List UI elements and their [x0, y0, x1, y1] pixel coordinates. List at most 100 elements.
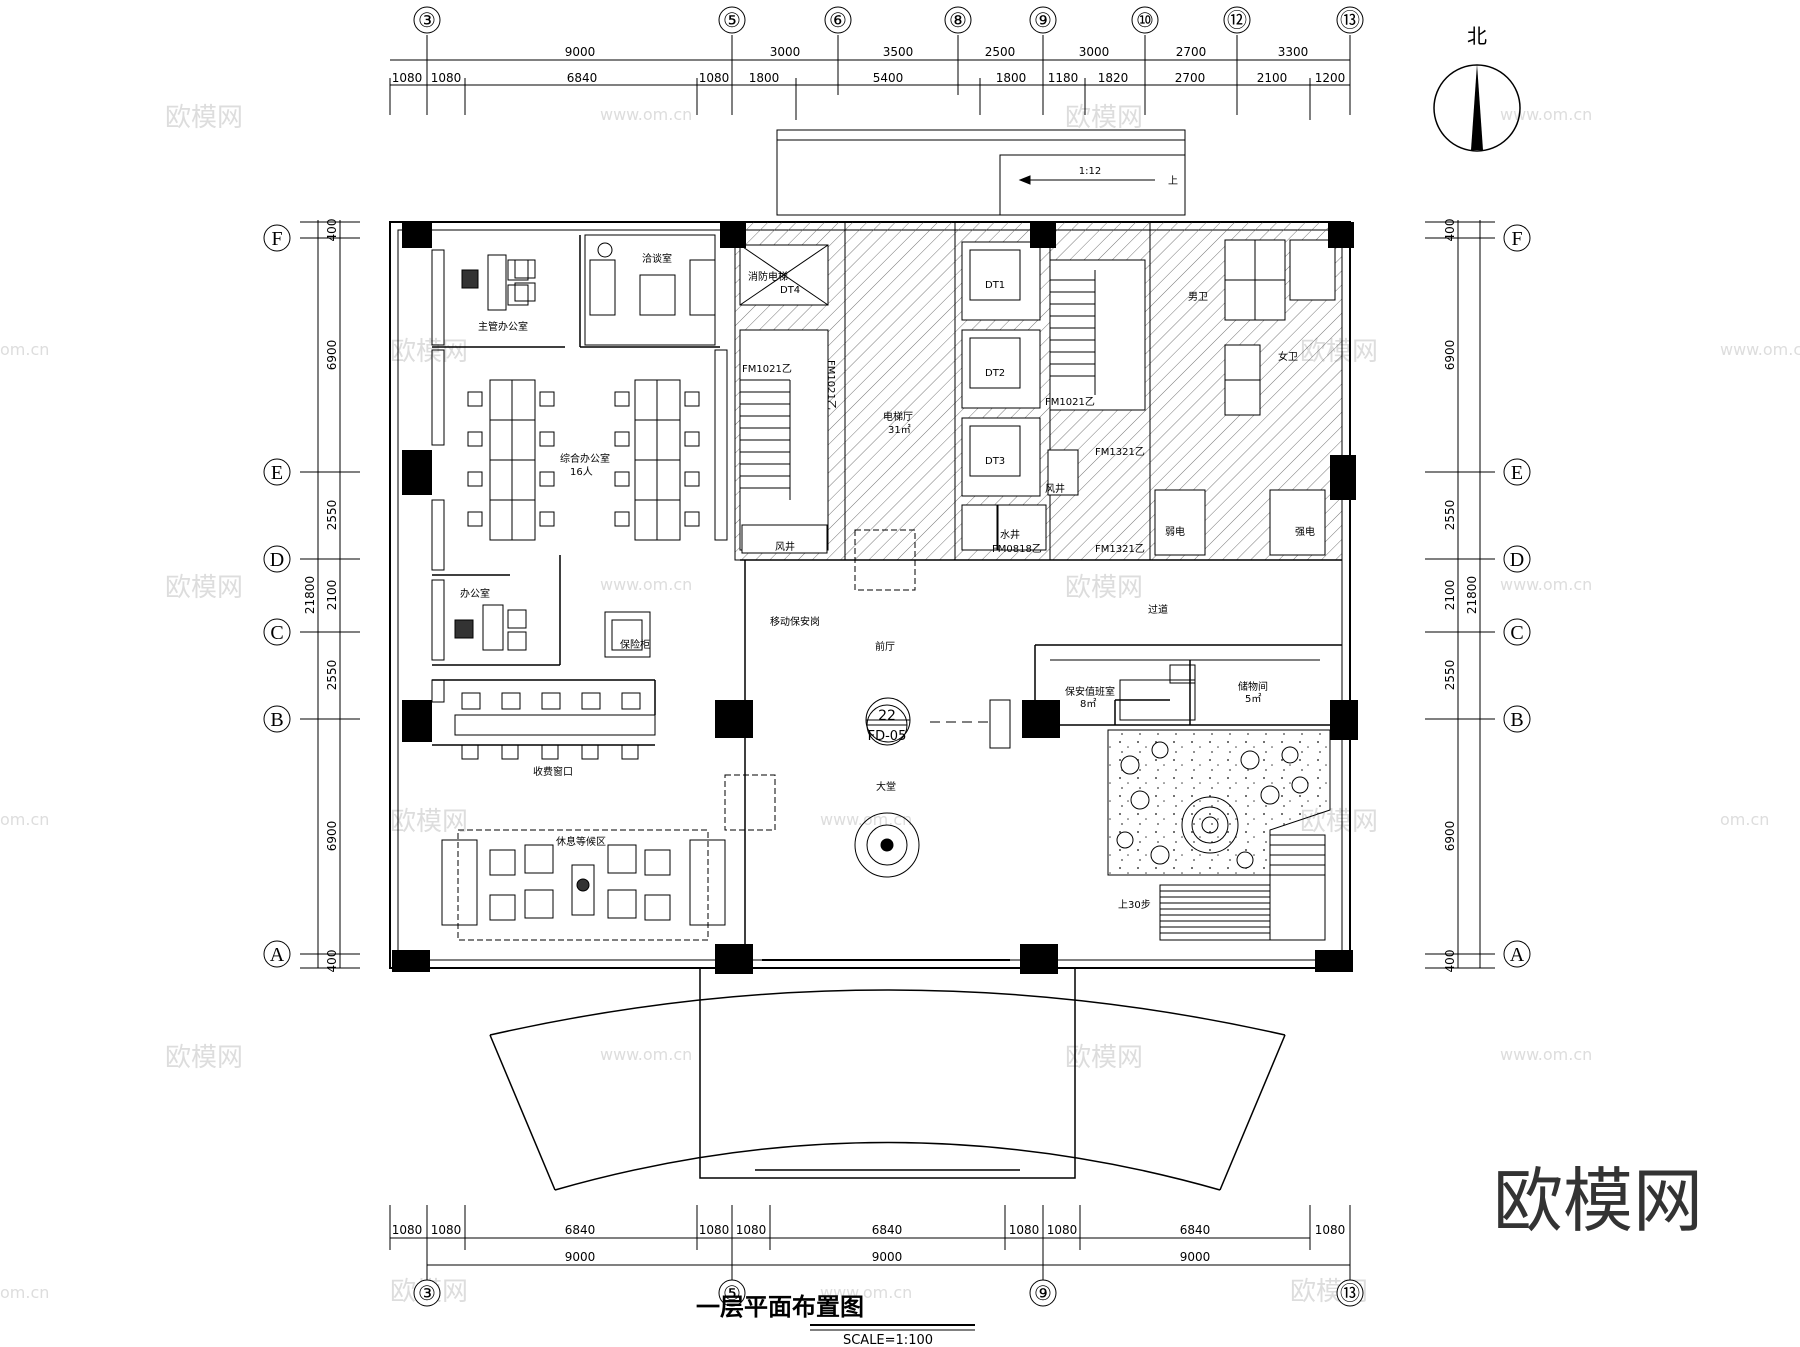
- room-security-area: 8㎡: [1080, 698, 1096, 710]
- entrance-canopy: [489, 967, 1286, 1191]
- svg-text:1200: 1200: [1315, 71, 1346, 85]
- watermark: www.om.cn: [1720, 340, 1800, 359]
- svg-text:F: F: [271, 228, 282, 250]
- svg-text:1080: 1080: [1047, 1223, 1078, 1237]
- columns: [392, 222, 1358, 974]
- right-dim-labels: 21800 400 6900 2550 2100 2550 6900 400: [1443, 219, 1479, 973]
- svg-text:⑨: ⑨: [1034, 1283, 1052, 1305]
- svg-text:3000: 3000: [1079, 45, 1110, 59]
- svg-text:2100: 2100: [325, 580, 339, 611]
- watermark: www.om.cn: [1500, 1045, 1592, 1064]
- manager-office-furniture: [461, 254, 536, 311]
- watermark: 欧模网: [165, 573, 243, 603]
- svg-text:400: 400: [325, 950, 339, 973]
- svg-text:2550: 2550: [1443, 660, 1457, 691]
- svg-text:9000: 9000: [872, 1250, 903, 1264]
- svg-text:F: F: [1511, 228, 1522, 250]
- svg-text:E: E: [1511, 462, 1523, 484]
- svg-text:9000: 9000: [1180, 1250, 1211, 1264]
- left-glazing: [431, 249, 728, 703]
- svg-text:⑤: ⑤: [723, 1283, 741, 1305]
- room-cashier: 收费窗口: [533, 765, 573, 778]
- svg-text:2100: 2100: [1257, 71, 1288, 85]
- watermark: om.cn: [0, 340, 49, 359]
- room-corridor: 过道: [1148, 603, 1168, 616]
- svg-text:6900: 6900: [325, 821, 339, 852]
- svg-text:9000: 9000: [565, 1250, 596, 1264]
- drawing-scale: SCALE=1:100: [843, 1333, 933, 1347]
- svg-text:⑧: ⑧: [949, 10, 967, 32]
- svg-text:D: D: [1510, 549, 1524, 571]
- room-fire-elevator-code: DT4: [780, 285, 800, 296]
- entrance-ramp: [776, 129, 1186, 216]
- room-elevator-hall: 电梯厅: [883, 410, 913, 423]
- watermark: www.om.cn: [820, 810, 912, 829]
- svg-text:6900: 6900: [325, 340, 339, 371]
- office-desks: [467, 379, 700, 541]
- svg-text:⑬: ⑬: [1340, 9, 1360, 32]
- svg-text:3300: 3300: [1278, 45, 1309, 59]
- watermark: 欧模网: [390, 807, 468, 837]
- room-storage-area: 5㎡: [1245, 693, 1261, 705]
- svg-text:2700: 2700: [1175, 71, 1206, 85]
- mark-number: 22: [878, 708, 896, 724]
- watermark: www.om.cn: [820, 1283, 912, 1302]
- room-manager-office: 主管办公室: [478, 320, 528, 333]
- watermark: 欧模网: [1065, 103, 1143, 133]
- right-dimensions: [1425, 220, 1495, 969]
- left-grid-bubbles: [263, 224, 291, 968]
- north-arrow-icon: [1471, 64, 1483, 150]
- left-dim-labels: 21800 400 6900 2550 2100 2550 6900 400: [303, 219, 339, 973]
- door-fm1021b: FM1021乙: [1045, 396, 1095, 408]
- garden: [1107, 729, 1331, 876]
- bottom-grid-bubbles: [413, 1279, 1364, 1307]
- svg-text:6900: 6900: [1443, 340, 1457, 371]
- door-fm1321: FM1321乙: [1095, 446, 1145, 458]
- svg-text:D: D: [270, 549, 284, 571]
- svg-text:A: A: [270, 944, 285, 966]
- room-office: 办公室: [460, 587, 490, 600]
- svg-text:2550: 2550: [325, 660, 339, 691]
- svg-text:1180: 1180: [1048, 71, 1079, 85]
- room-strong-elec: 强电: [1295, 525, 1315, 538]
- watermark: 欧模网: [165, 103, 243, 133]
- room-front-hall: 前厅: [875, 640, 895, 653]
- room-general-office: 综合办公室: [560, 452, 610, 465]
- svg-text:C: C: [1510, 622, 1523, 644]
- svg-text:9000: 9000: [565, 45, 596, 59]
- svg-text:⑥: ⑥: [829, 10, 847, 32]
- stair-up-30: 上30步: [1118, 899, 1151, 911]
- svg-text:E: E: [271, 462, 283, 484]
- left-dimensions: [300, 220, 360, 969]
- svg-text:5400: 5400: [873, 71, 904, 85]
- svg-text:③: ③: [418, 10, 436, 32]
- svg-text:1080: 1080: [431, 1223, 462, 1237]
- right-grid-labels: F E D C B A: [1510, 228, 1525, 966]
- svg-text:2500: 2500: [985, 45, 1016, 59]
- small-office-furniture: [454, 604, 651, 658]
- svg-text:2550: 2550: [325, 500, 339, 531]
- watermark: www.om.cn: [1500, 105, 1592, 124]
- mark-code: FD-05: [868, 729, 907, 744]
- svg-text:3000: 3000: [770, 45, 801, 59]
- north-label: 北: [1467, 24, 1487, 48]
- ramp-slope: 1:12: [1079, 166, 1101, 177]
- top-grid-bubbles: [413, 6, 1364, 34]
- svg-text:⑤: ⑤: [723, 10, 741, 32]
- elevator-dt1: DT1: [985, 280, 1005, 291]
- north-arrow: 北: [1433, 24, 1521, 152]
- room-lobby: 大堂: [876, 780, 896, 793]
- room-air-shaft: 风井: [775, 540, 795, 553]
- door-fm1321b: FM1321乙: [1095, 543, 1145, 555]
- svg-text:400: 400: [325, 219, 339, 242]
- svg-text:2700: 2700: [1176, 45, 1207, 59]
- svg-text:⑩: ⑩: [1136, 10, 1154, 32]
- watermark: 欧模网: [1065, 1043, 1143, 1073]
- svg-text:6840: 6840: [872, 1223, 903, 1237]
- room-storage: 储物间: [1238, 680, 1268, 693]
- top-dim-labels: 9000 3000 3500 2500 3000 2700 3300 1080 …: [392, 45, 1346, 85]
- svg-text:⑬: ⑬: [1340, 1282, 1360, 1305]
- ramp-up: 上: [1168, 175, 1178, 187]
- watermark: www.om.cn: [600, 105, 692, 124]
- svg-text:1080: 1080: [431, 71, 462, 85]
